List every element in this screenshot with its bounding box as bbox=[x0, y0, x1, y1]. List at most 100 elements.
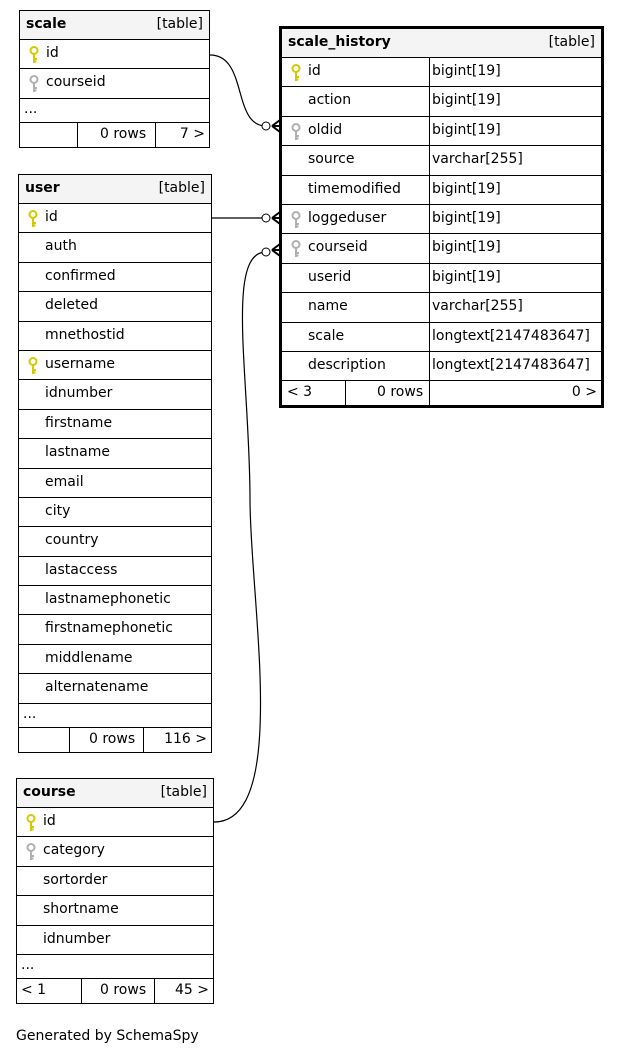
column-row[interactable]: firstnamephonetic bbox=[19, 615, 211, 645]
column-name: source bbox=[308, 151, 355, 168]
column-row[interactable]: deleted bbox=[19, 292, 211, 322]
column-type: bigint[19] bbox=[432, 239, 501, 256]
generated-by-credit: Generated by SchemaSpy bbox=[16, 1028, 199, 1044]
table-kind: [table] bbox=[158, 180, 205, 196]
column-row[interactable]: auth bbox=[19, 233, 211, 263]
key-icon bbox=[28, 356, 38, 374]
column-row[interactable]: email bbox=[19, 469, 211, 498]
column-row[interactable]: lastaccess bbox=[19, 557, 211, 587]
table-title[interactable]: scale_history bbox=[288, 34, 391, 50]
column-type: varchar[255] bbox=[432, 151, 523, 168]
column-row[interactable]: alternatename bbox=[19, 674, 211, 704]
table-title[interactable]: scale bbox=[26, 16, 67, 32]
column-row[interactable]: category bbox=[17, 837, 213, 867]
column-name: lastname bbox=[45, 444, 110, 461]
column-name: id bbox=[46, 45, 59, 61]
column-name: loggeduser bbox=[308, 209, 387, 226]
column-divider bbox=[429, 293, 430, 322]
column-row[interactable]: firstname bbox=[19, 410, 211, 440]
column-row[interactable]: sortorder bbox=[17, 867, 213, 897]
column-name: scale bbox=[308, 327, 345, 344]
column-name: courseid bbox=[46, 74, 106, 91]
column-row[interactable]: courseid bigint[19] bbox=[282, 234, 601, 264]
table-scale[interactable]: scale [table] id courseid ... 0 rows 7 > bbox=[19, 10, 210, 148]
column-type: longtext[2147483647] bbox=[432, 327, 590, 344]
column-row[interactable]: source varchar[255] bbox=[282, 146, 601, 176]
key-icon bbox=[26, 843, 36, 861]
column-name: description bbox=[308, 356, 386, 373]
crowfoot-icon bbox=[271, 119, 281, 133]
column-name: courseid bbox=[308, 239, 368, 256]
column-row[interactable]: city bbox=[19, 498, 211, 528]
column-name: deleted bbox=[45, 297, 98, 314]
column-name: idnumber bbox=[45, 385, 113, 402]
table-title[interactable]: user bbox=[25, 180, 60, 196]
table-kind: [table] bbox=[548, 34, 595, 50]
key-icon bbox=[29, 75, 39, 93]
column-row[interactable]: loggeduser bigint[19] bbox=[282, 204, 601, 235]
key-icon bbox=[26, 814, 36, 831]
column-divider bbox=[429, 146, 430, 175]
column-row[interactable]: middlename bbox=[19, 645, 211, 675]
column-row[interactable]: idnumber bbox=[19, 380, 211, 410]
column-name: username bbox=[45, 355, 115, 372]
column-divider bbox=[429, 263, 430, 293]
column-row[interactable]: courseid bbox=[20, 69, 209, 99]
column-row[interactable]: shortname bbox=[17, 896, 213, 926]
column-row[interactable]: scale longtext[2147483647] bbox=[282, 322, 601, 352]
column-name: id bbox=[308, 63, 321, 79]
column-name: id bbox=[45, 209, 58, 225]
footer-rows: 0 rows bbox=[100, 981, 147, 998]
link-scale-id-to-oldid bbox=[209, 54, 267, 127]
column-row[interactable]: id bbox=[20, 40, 209, 70]
table-header: course [table] bbox=[17, 779, 213, 808]
footer-right[interactable]: 45 > bbox=[175, 981, 209, 998]
column-row[interactable]: id bbox=[17, 808, 213, 838]
column-name: country bbox=[45, 532, 99, 549]
key-icon bbox=[291, 210, 301, 228]
footer-right[interactable]: 116 > bbox=[164, 730, 207, 747]
table-title[interactable]: course bbox=[23, 784, 76, 800]
column-type: bigint[19] bbox=[432, 209, 501, 226]
footer-right[interactable]: 7 > bbox=[179, 125, 205, 142]
table-header: scale [table] bbox=[20, 11, 209, 40]
column-row[interactable]: idnumber bbox=[17, 926, 213, 955]
footer-left[interactable]: < 1 bbox=[21, 981, 47, 998]
column-type: bigint[19] bbox=[432, 92, 501, 109]
column-row[interactable]: username bbox=[19, 351, 211, 381]
column-row[interactable]: mnethostid bbox=[19, 322, 211, 351]
column-name: firstnamephonetic bbox=[45, 620, 173, 637]
column-divider bbox=[429, 175, 430, 204]
footer-left[interactable]: < 3 bbox=[287, 384, 313, 401]
column-row[interactable]: country bbox=[19, 527, 211, 557]
column-divider bbox=[429, 116, 430, 146]
more-columns-ellipsis: ... bbox=[20, 99, 209, 123]
column-divider bbox=[429, 58, 430, 87]
column-divider bbox=[429, 87, 430, 116]
column-row[interactable]: lastnamephonetic bbox=[19, 586, 211, 616]
table-footer: 0 rows 116 > bbox=[19, 727, 211, 752]
footer-rows: 0 rows bbox=[100, 125, 147, 142]
column-name: lastaccess bbox=[45, 561, 118, 578]
column-name: city bbox=[45, 502, 71, 519]
column-name: idnumber bbox=[43, 930, 111, 947]
column-row[interactable]: confirmed bbox=[19, 263, 211, 293]
column-type: bigint[19] bbox=[432, 121, 501, 138]
column-row[interactable]: lastname bbox=[19, 439, 211, 469]
link-end-circle bbox=[261, 213, 271, 223]
column-row[interactable]: id bbox=[19, 204, 211, 234]
footer-right[interactable]: 0 > bbox=[571, 384, 597, 401]
column-name: email bbox=[45, 473, 84, 490]
column-name: shortname bbox=[43, 901, 119, 918]
